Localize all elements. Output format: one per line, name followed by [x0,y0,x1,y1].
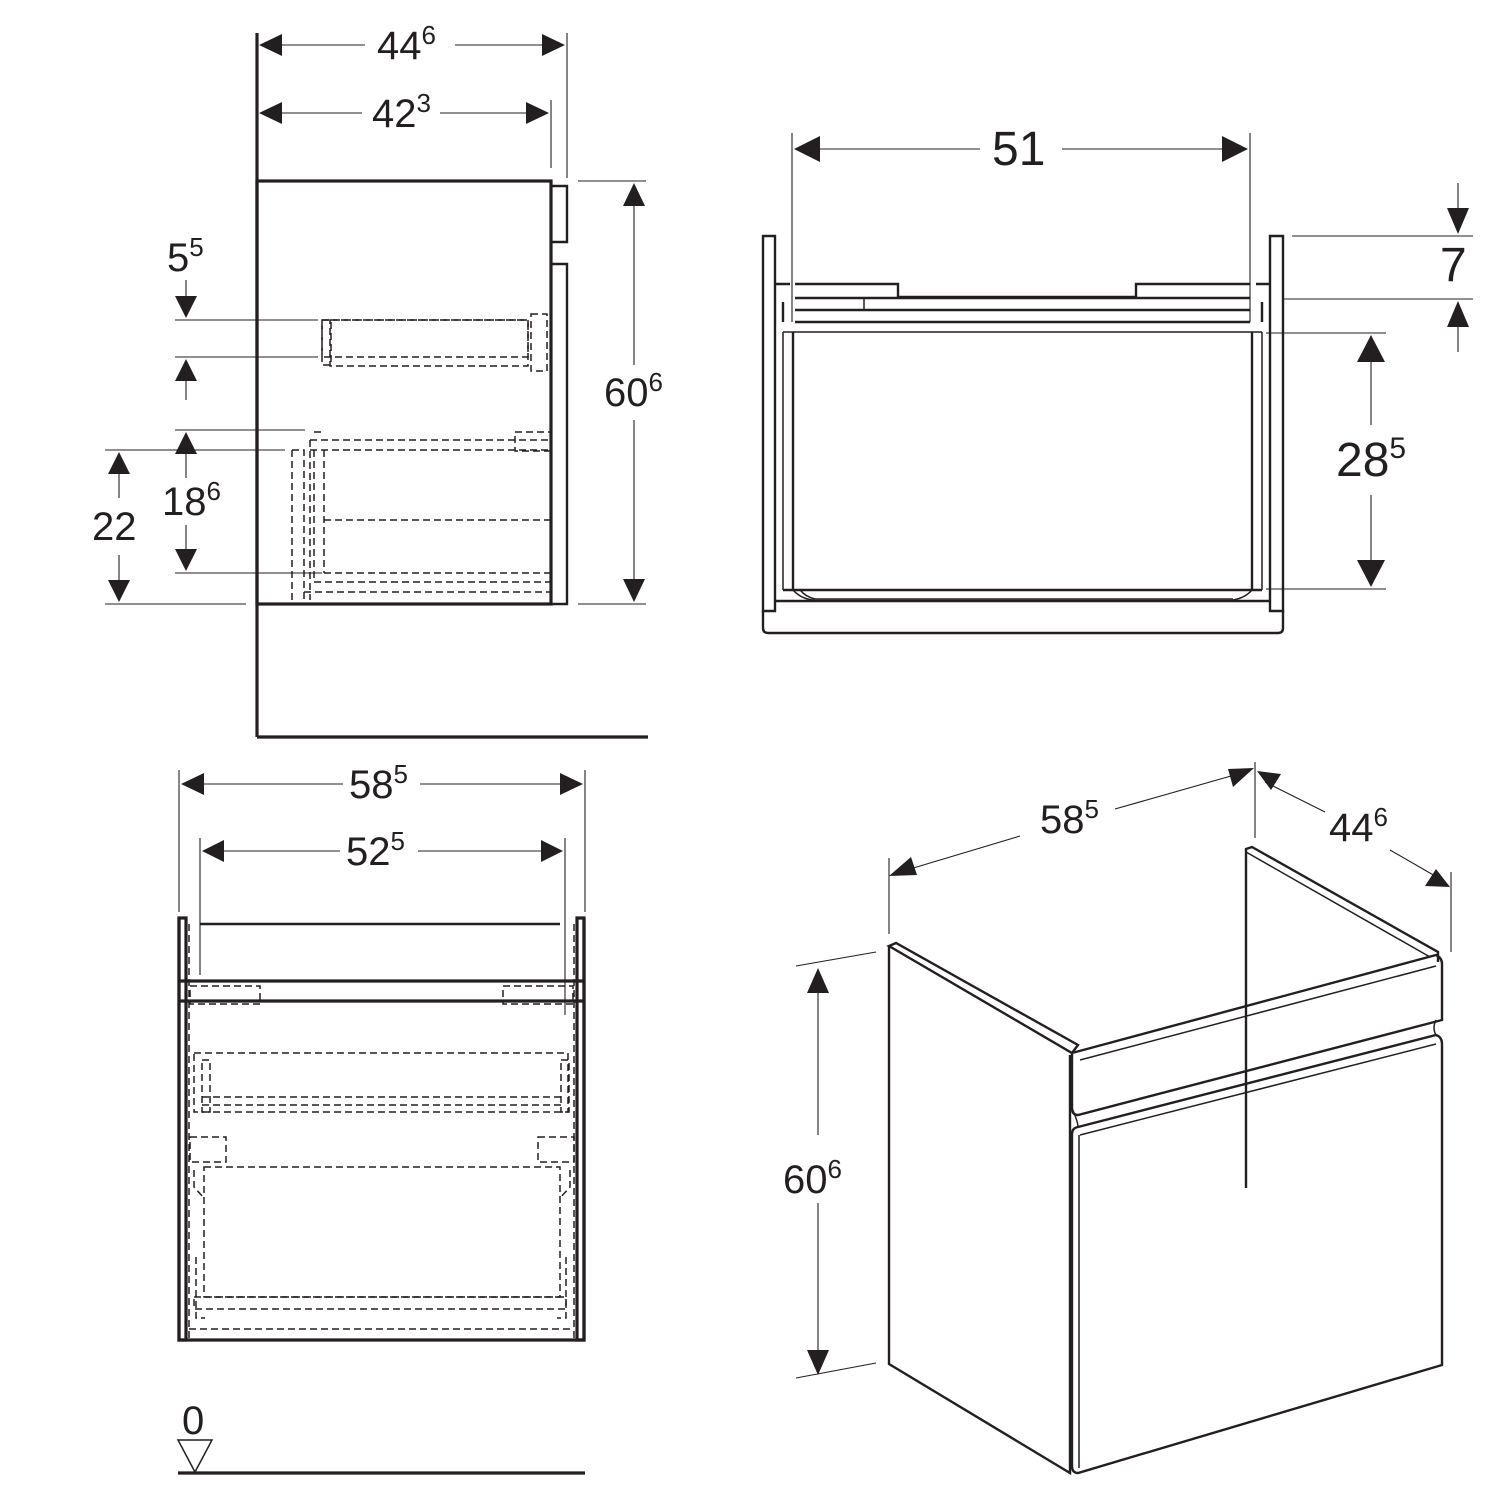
arrow-icon [259,102,282,124]
dim-side-body-depth: 423 [366,90,437,134]
arrow-icon [807,1350,829,1375]
dim-drawer-depth: 285 [1330,434,1413,485]
arrow-icon [1228,768,1254,787]
front-view [176,770,586,1475]
cabinet-front-outline [177,918,586,1342]
left-side-panel [761,234,777,613]
dim-top-offset: 7 [1440,239,1467,292]
dim-front-overall-width: 585 [343,761,414,805]
siphon-cutout-edge [775,282,1270,299]
dim-siphon-cutout: 55 [167,232,204,280]
arrow-icon [1257,771,1281,790]
front-base-panel [761,611,1285,635]
hidden-lower-drawer-outline [203,1166,561,1298]
arrow-icon [794,136,820,162]
isometric-view [795,762,1452,1476]
dim-iso-height: 606 [777,1156,848,1200]
right-side-panel [1268,234,1285,613]
inner-drawer-outline [321,319,529,358]
iso-drawer-front [1070,1033,1444,1475]
arrow-icon [623,579,645,602]
iso-top-rail [1070,953,1444,1117]
arrow-icon [560,773,583,795]
floor-level-label: 0 [182,1399,205,1443]
dim-side-overall-depth: 446 [371,22,442,66]
arrow-icon [1447,301,1469,327]
arrow-icon [1222,136,1248,162]
arrow-icon [175,359,197,381]
arrow-icon [175,296,197,318]
iso-back-panel [1244,845,1440,1188]
cabinet-side-body [255,179,553,606]
dim-side-height: 606 [598,369,669,413]
dim-drawer-floor-height: 22 [86,507,143,547]
arrow-icon [181,773,204,795]
arrow-icon [108,452,130,474]
arrow-icon [1425,869,1450,887]
arrow-icon [541,840,563,862]
bottom-drawer-front-edge [551,262,569,606]
dim-iso-depth: 446 [1329,802,1388,850]
arrow-icon [175,549,197,571]
arrow-icon [889,857,917,876]
dim-iso-width: 585 [1040,794,1099,842]
dim-front-inner-width: 525 [340,828,411,872]
hidden-drawer-outline [193,1052,569,1113]
arrow-icon [1357,560,1385,587]
arrow-icon [526,102,549,124]
iso-left-panel [887,946,1072,1476]
arrow-icon [202,840,224,862]
top-view [761,133,1473,635]
side-view [105,33,648,739]
level-marker-icon [176,1439,214,1474]
dim-top-inner-width: 51 [986,126,1052,174]
arrow-icon [108,580,130,602]
dim-inner-drawer-height: 186 [156,478,227,522]
arrow-icon [807,968,829,993]
top-drawer-front-edge [551,184,569,244]
arrow-icon [1447,208,1469,234]
arrow-icon [175,432,197,454]
arrow-icon [1357,335,1385,362]
arrow-icon [542,34,565,56]
arrow-icon [259,34,282,56]
arrow-icon [623,183,645,206]
